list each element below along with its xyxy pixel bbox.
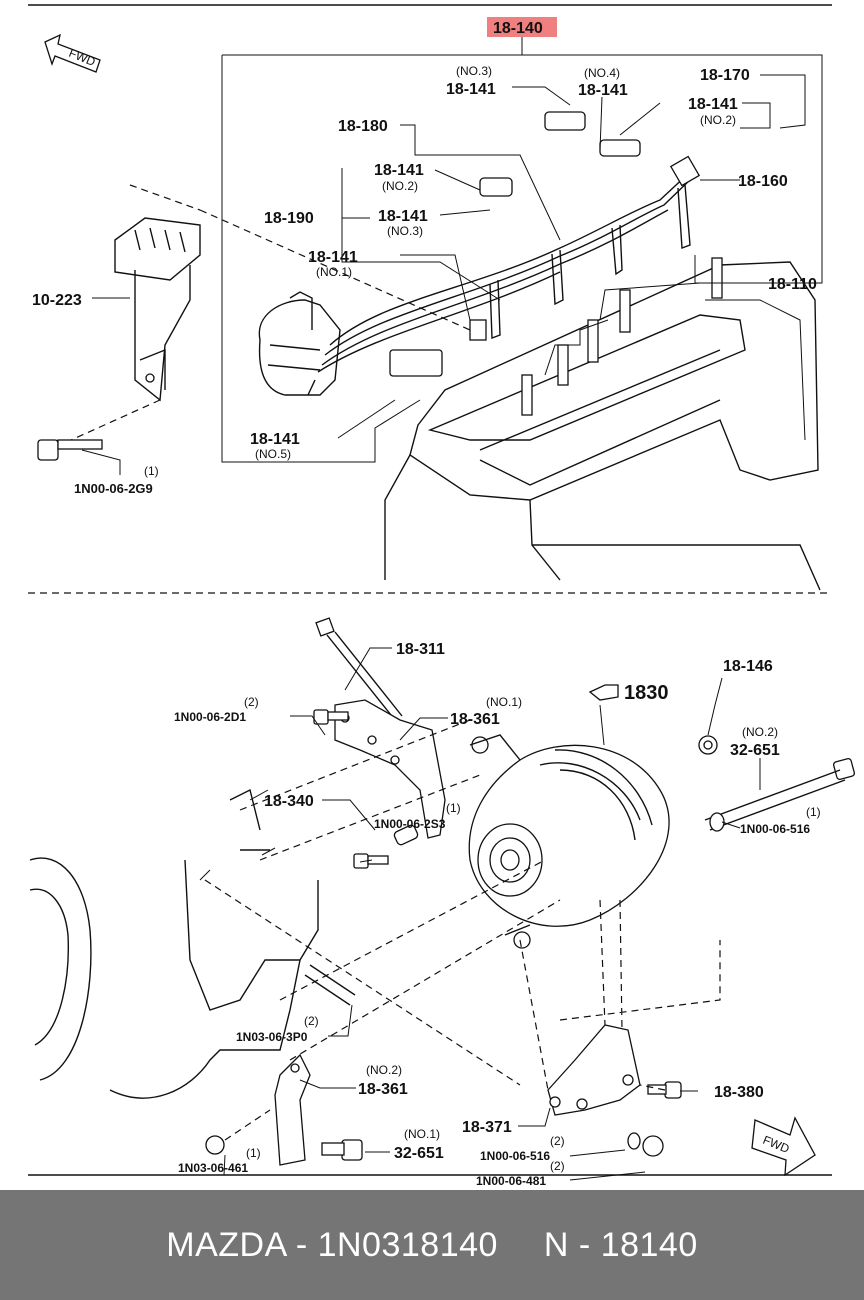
no1-note: (NO.1): [316, 265, 352, 279]
bolt-1n00-06-2g9-icon: [37, 439, 103, 461]
part-32-651-top: 32-651: [730, 742, 780, 759]
no3-mid-note: (NO.3): [387, 224, 423, 238]
stud-1n03-06-3p0-icon: [304, 964, 356, 1006]
part-18-361-bottom: 18-361: [358, 1081, 408, 1098]
part-18-180: 18-180: [338, 118, 388, 135]
no3-top-note: (NO.3): [456, 64, 492, 78]
upper-labels: (NO.3) 18-141 (NO.4) 18-141 18-170 18-14…: [32, 64, 817, 496]
part-18-160: 18-160: [738, 173, 788, 190]
spacer-18-340-icon: [393, 824, 419, 846]
bolt-32-651-no2-icon: [704, 758, 855, 831]
no1-361-note: (NO.1): [486, 695, 522, 709]
footer-ref: N - 18140: [543, 1225, 698, 1264]
part-18-141-no5: 18-141: [250, 431, 300, 448]
part-18-170: 18-170: [700, 67, 750, 84]
fwd-arrow-lower-icon: FWD: [751, 1116, 816, 1177]
no5-note: (NO.5): [255, 447, 291, 461]
part-18-141-no2-left: 18-141: [374, 162, 424, 179]
highlight-box: [487, 17, 557, 37]
bracket-18-371-drawing: [547, 1024, 641, 1116]
part-18-340: 18-340: [264, 793, 314, 810]
no2-361-note: (NO.2): [366, 1063, 402, 1077]
part-10-223: 10-223: [32, 292, 82, 309]
no2-651-note: (NO.2): [742, 725, 778, 739]
part-18-380: 18-380: [714, 1084, 764, 1101]
qty-516-top: (1): [806, 805, 821, 819]
part-32-651-bottom: 32-651: [394, 1145, 444, 1162]
upper-leader-lines: [81, 74, 806, 475]
part-1n00-06-516-top: 1N00-06-516: [740, 822, 810, 836]
part-18-311: 18-311: [396, 641, 445, 658]
upper-dashes: [59, 184, 471, 446]
part-18-146: 18-146: [723, 658, 773, 675]
lower-labels: 18-311 (2) 1N00-06-2D1 (NO.1) 18-361 183…: [174, 641, 821, 1188]
bolt-1n00-06-2s3-icon: [353, 853, 389, 869]
qty-3p0: (2): [304, 1014, 319, 1028]
hand-pointer-icon: [588, 684, 619, 701]
part-1n00-06-2g9: 1N00-06-2G9: [74, 481, 153, 496]
lower-dashes: [204, 719, 721, 1141]
no2-left-note: (NO.2): [382, 179, 418, 193]
part-18-141-no1: 18-141: [308, 249, 358, 266]
qty-2g9: (1): [144, 464, 159, 478]
ignition-leads-drawing: [307, 155, 701, 396]
distributor-drawing: [258, 291, 341, 396]
alternator-drawing: [468, 734, 670, 949]
washer-1n00-06-516-icon: [709, 812, 725, 832]
no4-note: (NO.4): [584, 66, 620, 80]
nut-1n03-06-461-icon: [205, 1135, 225, 1155]
nut-18-146-icon: [698, 735, 718, 755]
no1-651-note: (NO.1): [404, 1127, 440, 1141]
lower-leader-lines: [223, 647, 761, 1181]
part-1830: 1830: [624, 682, 669, 704]
part-18-141-no4: 18-141: [578, 82, 628, 99]
footer-bar: MAZDA - 1N0318140 N - 18140: [0, 1190, 864, 1300]
part-1n00-06-2s3: 1N00-06-2S3: [374, 817, 446, 831]
bolt-1n00-06-2d1-icon: [313, 709, 349, 725]
no2-right-note: (NO.2): [700, 113, 736, 127]
part-18-371: 18-371: [462, 1119, 512, 1136]
fwd-arrow-upper-icon: FWD: [44, 33, 101, 73]
adjust-bolt-18-311-icon: [315, 617, 403, 721]
qty-461: (1): [246, 1146, 261, 1160]
parts-diagram: FWD 18-140: [28, 4, 855, 1188]
part-18-141-no3-top: 18-141: [446, 81, 496, 98]
engine-block-drawing: [29, 788, 319, 1099]
bracket-10-223-drawing: [114, 217, 201, 402]
part-1n03-06-3p0: 1N03-06-3P0: [236, 1030, 308, 1044]
part-1n00-06-516-bottom: 1N00-06-516: [480, 1149, 550, 1163]
qty-2d1: (2): [244, 695, 259, 709]
qty-516-bottom: (2): [550, 1134, 565, 1148]
bracket-18-361-no2-drawing: [274, 1053, 311, 1166]
lower-fragments: [199, 789, 276, 881]
lead-clips-drawing: [389, 111, 641, 377]
qty-2s3: (1): [446, 801, 461, 815]
part-18-361-top: 18-361: [450, 711, 500, 728]
bolt-32-651-no1-icon: [321, 1139, 363, 1161]
part-18-141-no2-right: 18-141: [688, 96, 738, 113]
assembly-bracket: [221, 37, 823, 463]
part-1n00-06-2d1: 1N00-06-2D1: [174, 710, 246, 724]
washer-nut-bottom-icon: [627, 1132, 664, 1157]
footer-brand-part: MAZDA - 1N0318140: [166, 1225, 498, 1264]
part-1n00-06-481: 1N00-06-481: [476, 1174, 546, 1188]
qty-481: (2): [550, 1159, 565, 1173]
part-18-140-label: 18-140: [493, 20, 543, 37]
part-18-110: 18-110: [768, 276, 817, 293]
part-18-190: 18-190: [264, 210, 314, 227]
part-18-141-no3-mid: 18-141: [378, 208, 428, 225]
part-1n03-06-461: 1N03-06-461: [178, 1161, 248, 1175]
engine-head-drawing: [384, 261, 821, 591]
